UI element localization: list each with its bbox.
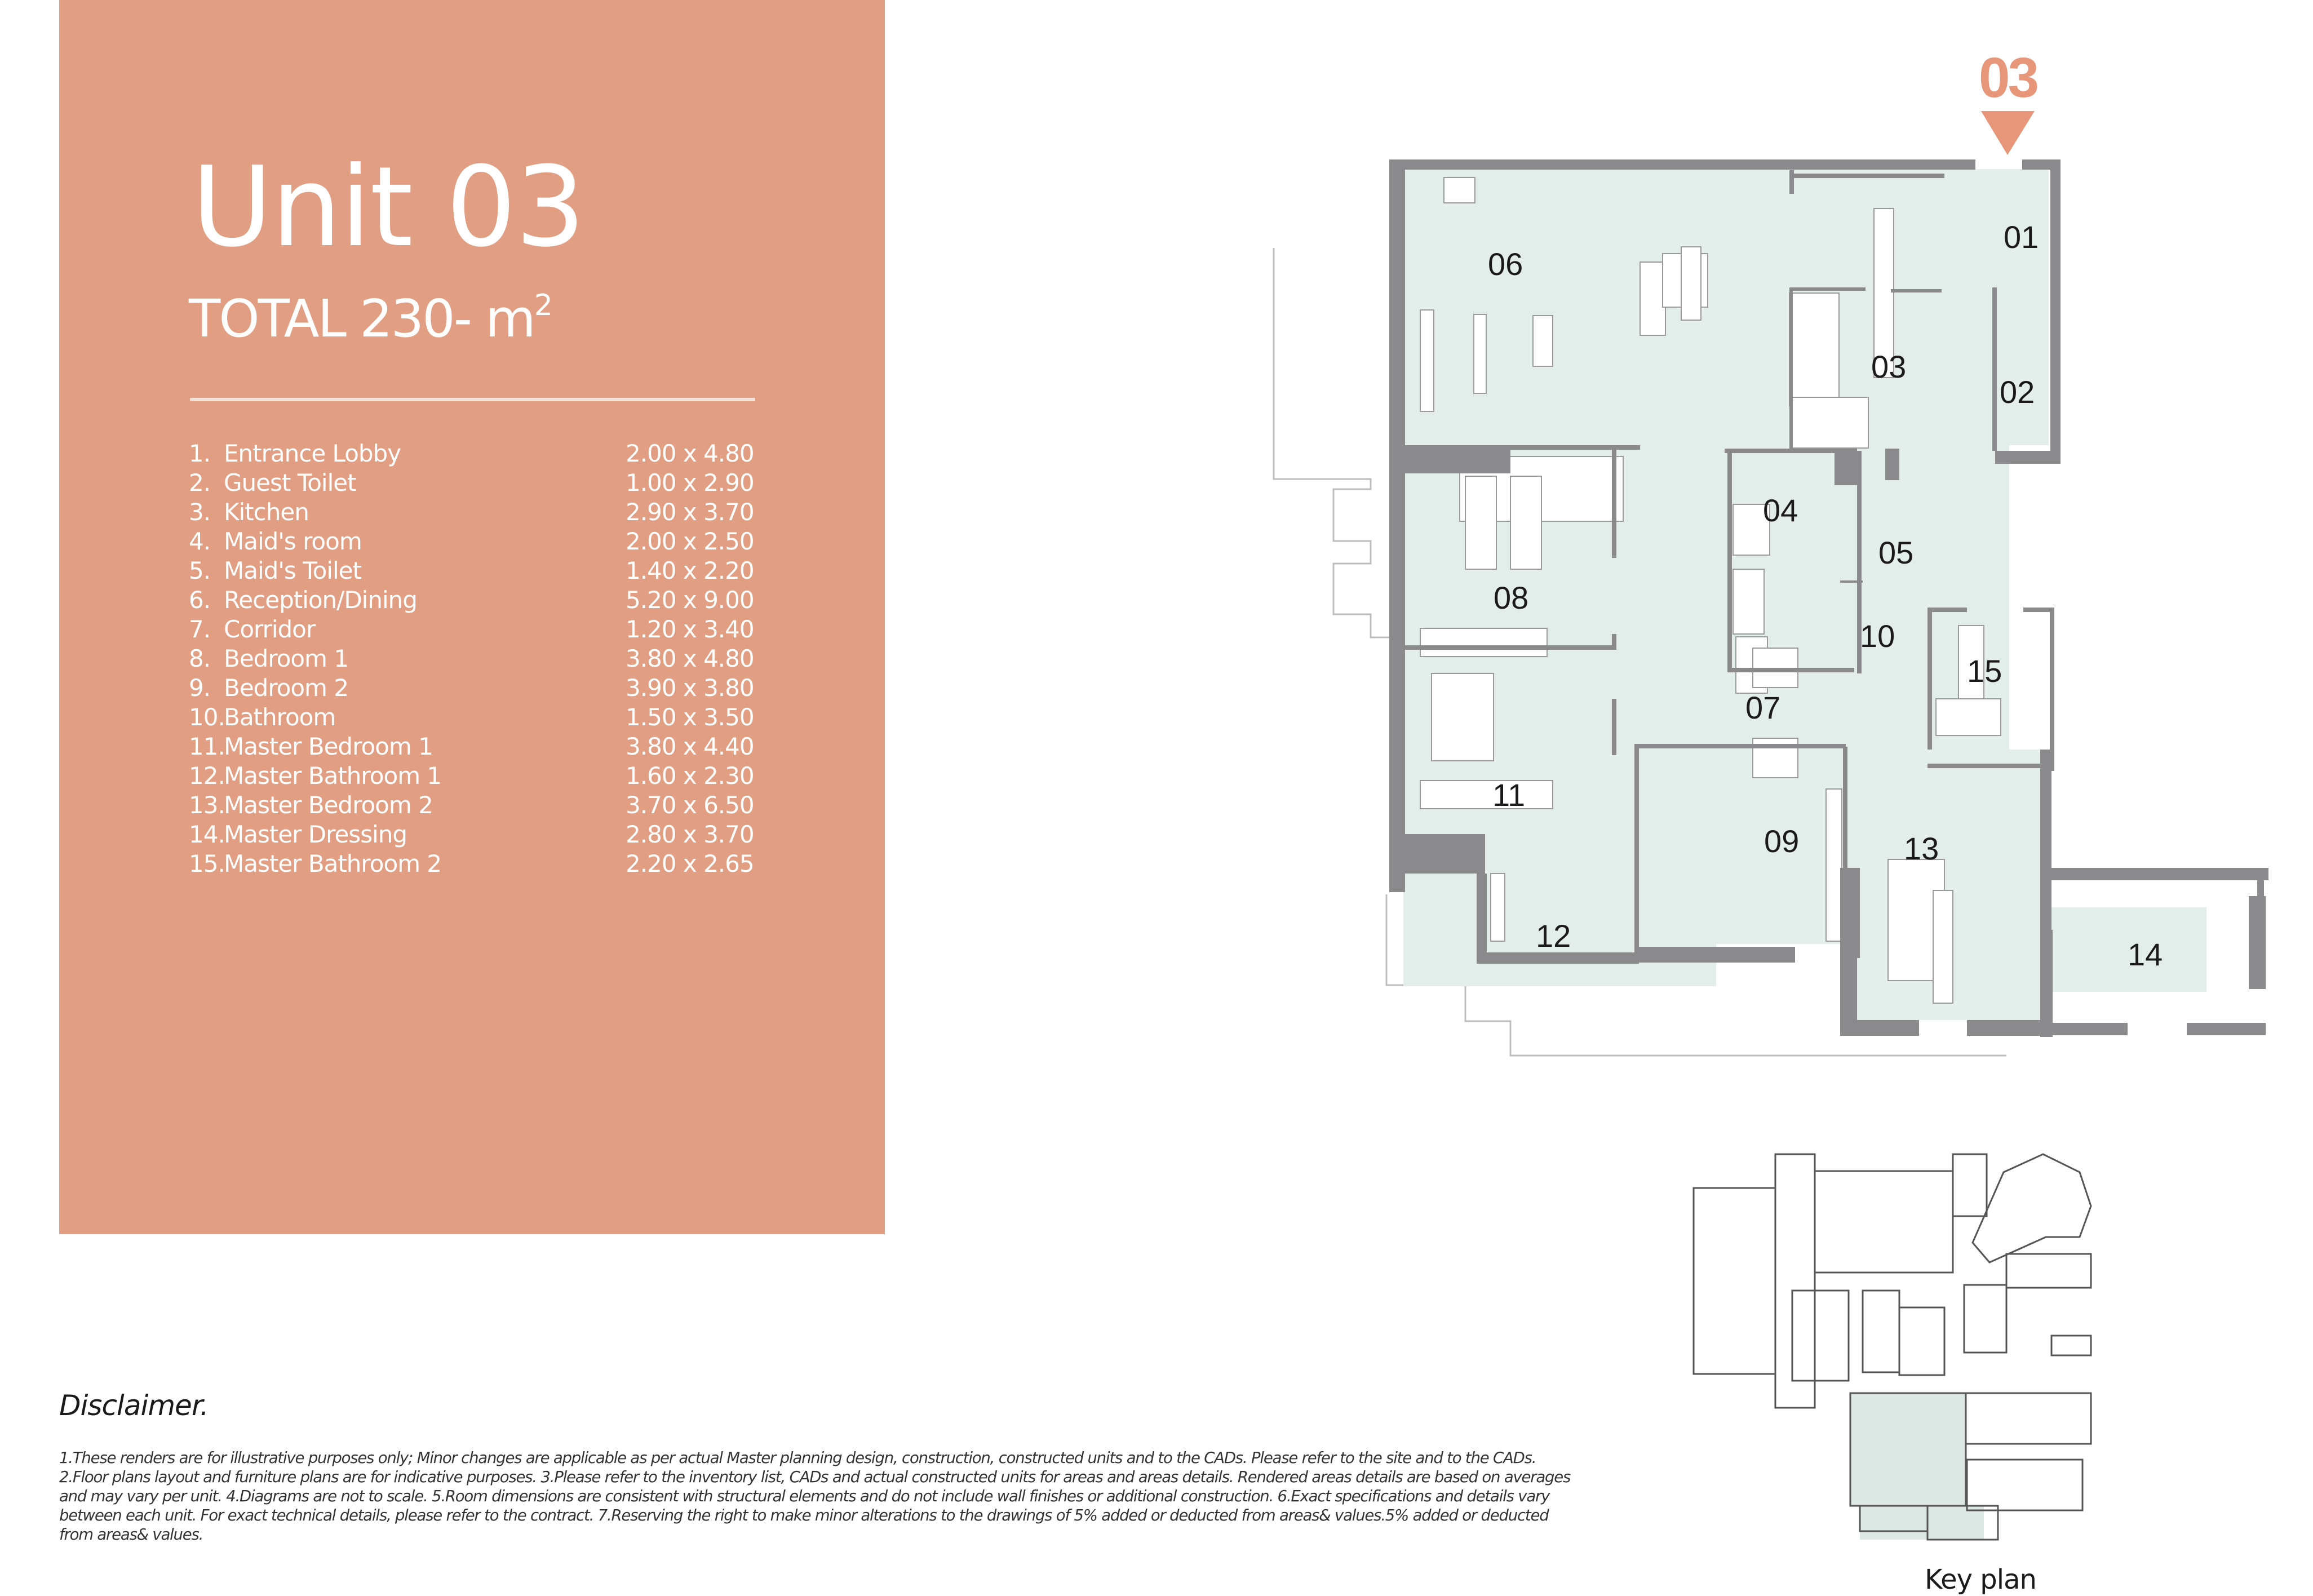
room-dimensions: 1.20 x 3.40 xyxy=(626,615,755,643)
site-outline xyxy=(1273,248,2006,1057)
room-row: 2. Guest Toilet 1.00 x 2.90 xyxy=(189,468,781,497)
room-label-05: 05 xyxy=(1878,535,1913,570)
room-number: 5. xyxy=(189,556,211,584)
room-row: 8. Bedroom 1 3.80 x 4.80 xyxy=(189,644,781,673)
room-name: Kitchen xyxy=(224,498,309,526)
room-name: Master Bathroom 2 xyxy=(224,849,442,877)
room-dimensions: 1.60 x 2.30 xyxy=(626,761,755,790)
room-name: Maid's room xyxy=(224,527,362,555)
room-number: 4. xyxy=(189,527,211,555)
room-number: 10. xyxy=(189,703,225,731)
entry-arrow-icon xyxy=(1981,111,2035,155)
room-row: 10.Bathroom 1.50 x 3.50 xyxy=(189,702,781,732)
unit-marker-label: 03 xyxy=(1978,46,2039,109)
panel-divider xyxy=(190,398,755,401)
key-plan-highlight xyxy=(1850,1393,1984,1540)
room-schedule: 1. Entrance Lobby 2.00 x 4.80 2. Guest Toil… xyxy=(189,438,781,878)
room-label-13: 13 xyxy=(1904,831,1939,866)
unit-total-superscript: 2 xyxy=(534,289,553,322)
room-dimensions: 3.70 x 6.50 xyxy=(626,791,755,819)
room-name: Bedroom 2 xyxy=(224,673,349,702)
dining-table-icon xyxy=(1662,246,1708,321)
room-label-09: 09 xyxy=(1764,823,1799,859)
room-label-07: 07 xyxy=(1745,690,1780,725)
room-label-03: 03 xyxy=(1871,349,1906,384)
room-label-08: 08 xyxy=(1494,580,1528,615)
room-number: 8. xyxy=(189,644,211,672)
unit-total-label: TOTAL 230- m xyxy=(189,289,536,349)
room-dimensions: 2.00 x 4.80 xyxy=(626,439,755,467)
room-label-06: 06 xyxy=(1488,246,1523,282)
room-dimensions: 2.80 x 3.70 xyxy=(626,820,755,848)
room-dimensions: 1.40 x 2.20 xyxy=(626,556,755,584)
room-name: Entrance Lobby xyxy=(224,439,401,467)
walls xyxy=(1389,159,2268,1037)
room-row: 4. Maid's room 2.00 x 2.50 xyxy=(189,526,781,556)
room-row: 12.Master Bathroom 1 1.60 x 2.30 xyxy=(189,761,781,790)
room-labels: 06 01 03 02 04 05 08 10 15 07 11 09 13 1… xyxy=(1488,219,2163,972)
room-label-11: 11 xyxy=(1492,777,1525,813)
furniture xyxy=(1420,177,2001,1004)
room-row: 11.Master Bedroom 1 3.80 x 4.40 xyxy=(189,732,781,761)
unit-total-area: TOTAL 230- m2 xyxy=(189,291,553,345)
room-row: 5. Maid's Toilet 1.40 x 2.20 xyxy=(189,556,781,585)
room-dimensions: 3.80 x 4.40 xyxy=(626,732,755,760)
room-row: 7. Corridor 1.20 x 3.40 xyxy=(189,614,781,644)
room-name: Bedroom 1 xyxy=(224,644,349,672)
room-dimensions: 3.90 x 3.80 xyxy=(626,673,755,702)
room-number: 12. xyxy=(189,761,225,790)
room-number: 11. xyxy=(189,732,225,760)
room-number: 3. xyxy=(189,498,211,526)
room-number: 1. xyxy=(189,439,211,467)
room-name: Master Bedroom 1 xyxy=(224,732,433,760)
room-number: 6. xyxy=(189,586,211,614)
floor-plan: 06 01 03 02 04 05 08 10 15 07 11 09 13 1… xyxy=(1273,111,2268,1057)
room-number: 14. xyxy=(189,820,225,848)
disclaimer-title: Disclaimer. xyxy=(59,1389,209,1422)
room-dimensions: 1.00 x 2.90 xyxy=(626,468,755,496)
room-dimensions: 5.20 x 9.00 xyxy=(626,586,755,614)
room-number: 9. xyxy=(189,673,211,702)
room-label-04: 04 xyxy=(1763,493,1798,528)
room-name: Master Bedroom 2 xyxy=(224,791,433,819)
key-plan-outline xyxy=(1692,1153,2092,1541)
room-name: Reception/Dining xyxy=(224,586,418,614)
room-row: 6. Reception/Dining 5.20 x 9.00 xyxy=(189,585,781,614)
room-row: 14.Master Dressing 2.80 x 3.70 xyxy=(189,819,781,849)
room-label-02: 02 xyxy=(2000,374,2035,410)
key-plan-label: Key plan xyxy=(1925,1564,2037,1595)
room-row: 3. Kitchen 2.90 x 3.70 xyxy=(189,497,781,526)
room-name: Maid's Toilet xyxy=(224,556,362,584)
room-number: 15. xyxy=(189,849,225,877)
room-row: 13.Master Bedroom 2 3.70 x 6.50 xyxy=(189,790,781,819)
room-dimensions: 2.20 x 2.65 xyxy=(626,849,755,877)
room-number: 13. xyxy=(189,791,225,819)
room-name: Bathroom xyxy=(224,703,336,731)
room-dimensions: 2.00 x 2.50 xyxy=(626,527,755,555)
room-label-01: 01 xyxy=(2004,219,2039,255)
room-dimensions: 2.90 x 3.70 xyxy=(626,498,755,526)
room-row: 1. Entrance Lobby 2.00 x 4.80 xyxy=(189,438,781,468)
room-name: Master Dressing xyxy=(224,820,407,848)
room-name: Corridor xyxy=(224,615,316,643)
room-label-15: 15 xyxy=(1967,653,2002,689)
room-name: Guest Toilet xyxy=(224,468,357,496)
room-name: Master Bathroom 1 xyxy=(224,761,442,790)
room-dimensions: 1.50 x 3.50 xyxy=(626,703,755,731)
unit-info-panel xyxy=(59,0,885,1234)
room-label-12: 12 xyxy=(1536,918,1571,954)
room-number: 2. xyxy=(189,468,211,496)
room-number: 7. xyxy=(189,615,211,643)
room-label-10: 10 xyxy=(1860,618,1895,654)
room-row: 9. Bedroom 2 3.90 x 3.80 xyxy=(189,673,781,702)
disclaimer-body: 1.These renders are for illustrative pur… xyxy=(59,1449,1571,1544)
unit-title: Unit 03 xyxy=(192,143,586,272)
room-dimensions: 3.80 x 4.80 xyxy=(626,644,755,672)
room-label-14: 14 xyxy=(2128,937,2163,972)
key-plan xyxy=(1692,1153,2092,1541)
room-row: 15.Master Bathroom 2 2.20 x 2.65 xyxy=(189,849,781,878)
